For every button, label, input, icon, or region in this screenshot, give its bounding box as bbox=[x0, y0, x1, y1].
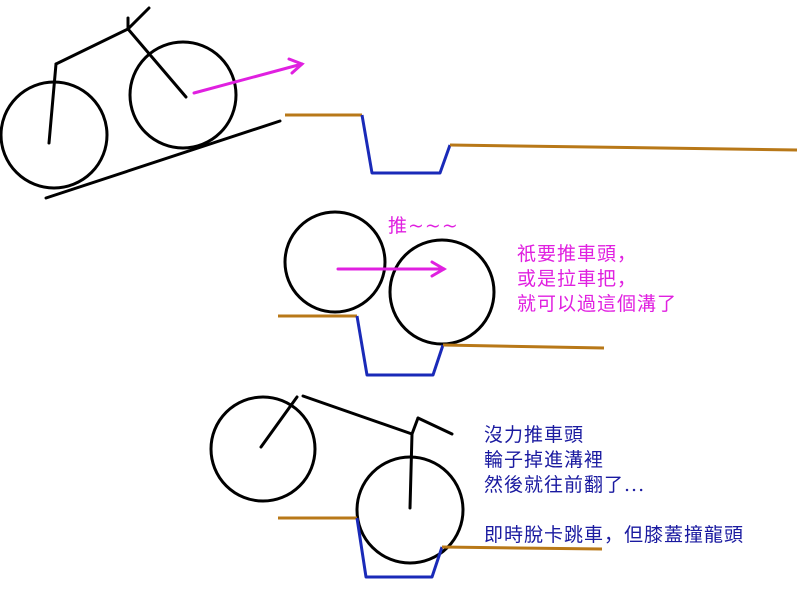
scene2-note-line-1: 祇要推車頭， bbox=[517, 243, 638, 265]
scene2-note-line-3: 就可以過這個溝了 bbox=[517, 293, 678, 315]
scene3-fork bbox=[408, 432, 414, 510]
scene1-top-tube bbox=[54, 27, 130, 66]
scene3-note-line-3: 然後就往前翻了... bbox=[484, 474, 646, 496]
scene1-incline-ground bbox=[44, 119, 282, 200]
scene2-ground-right bbox=[442, 343, 605, 350]
scene1-ground-right bbox=[449, 143, 798, 152]
scene2-rear-wheel bbox=[283, 210, 387, 314]
scene1-seat-post bbox=[47, 62, 58, 145]
scene3-ground-right bbox=[441, 545, 603, 551]
scene2-front-wheel bbox=[388, 238, 496, 346]
scene1-fork bbox=[126, 27, 188, 99]
scene3-ditch-profile bbox=[278, 516, 603, 579]
scene3-note-line-1: 沒力推車頭 bbox=[484, 424, 585, 446]
scene1-handlebar bbox=[126, 6, 151, 31]
scene1-ditch bbox=[360, 114, 452, 175]
scene3-bike bbox=[209, 394, 465, 565]
scene1-bike bbox=[0, 6, 282, 200]
scene2-wheels bbox=[283, 210, 496, 346]
scene2-ditch-profile bbox=[278, 314, 605, 377]
scene1-front-wheel bbox=[128, 40, 238, 150]
scene3-rear-wheel bbox=[209, 395, 317, 503]
scene3-top-tube bbox=[301, 394, 414, 436]
scene-3 bbox=[209, 394, 603, 579]
scene1-ditch-profile bbox=[285, 113, 798, 175]
scene3-stem bbox=[410, 416, 420, 436]
scene3-handlebar bbox=[416, 416, 454, 436]
scene2-push-arrow bbox=[336, 260, 447, 278]
scene-1 bbox=[0, 6, 798, 200]
scene3-note-line-2: 輪子掉進溝裡 bbox=[484, 449, 605, 471]
push-label: 推~~~ bbox=[388, 215, 459, 237]
scene2-note-line-2: 或是拉車把， bbox=[517, 268, 638, 290]
scene1-push-arrow bbox=[192, 57, 305, 95]
scene3-note-line-4: 即時脫卡跳車，但膝蓋撞龍頭 bbox=[484, 524, 745, 546]
scene-2 bbox=[278, 210, 605, 377]
scene3-seat-post bbox=[259, 395, 299, 449]
scene2-ditch bbox=[355, 315, 445, 377]
scene3-ditch bbox=[355, 517, 444, 579]
